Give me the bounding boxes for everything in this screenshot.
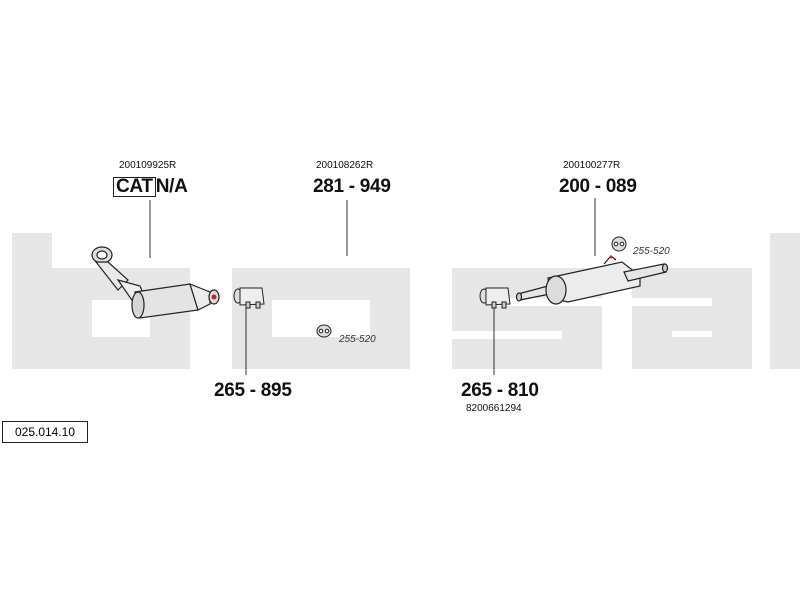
catalytic-converter-icon	[91, 246, 220, 319]
oem-number: 200100277R	[563, 160, 621, 171]
part-number: 200 - 089	[559, 176, 637, 197]
leader-lines	[149, 198, 596, 375]
hanger-label: 255-520	[339, 334, 376, 345]
oem-number: 200109925R	[119, 160, 177, 171]
part-number: 265 - 895	[214, 380, 292, 401]
rubber-hanger-icon	[611, 236, 627, 252]
oem-number: 200108262R	[316, 160, 374, 171]
part-number: 265 - 810	[461, 380, 539, 401]
hanger-label: 255-520	[633, 246, 670, 257]
rubber-hanger-icon	[316, 324, 332, 338]
oem-number: 8200661294	[466, 403, 522, 414]
part-number-value: N/A	[155, 176, 188, 197]
clamp-icon	[233, 287, 265, 309]
cat-badge: CAT	[113, 177, 156, 197]
rear-silencer-icon	[515, 255, 669, 305]
part-number: 281 - 949	[313, 176, 391, 197]
bosal-watermark	[12, 233, 800, 369]
clamp-icon	[479, 287, 511, 309]
diagram-id: 025.014.10	[2, 421, 88, 443]
